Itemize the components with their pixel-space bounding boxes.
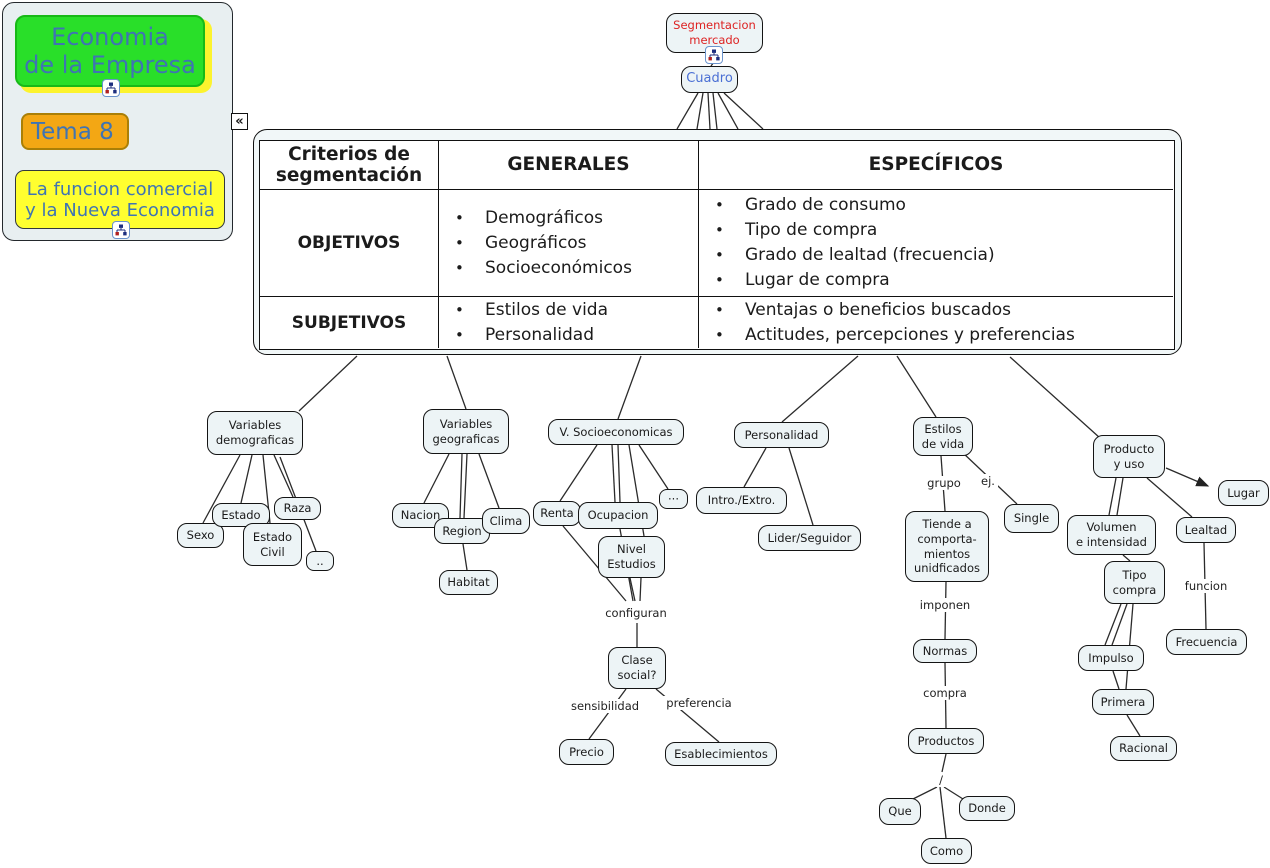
table-col-header-generales: GENERALES xyxy=(439,141,699,190)
edge-label-imponen[interactable]: imponen xyxy=(916,598,974,612)
edge-label-funcion[interactable]: funcion xyxy=(1181,579,1231,593)
edge-label-ej[interactable]: ej. xyxy=(978,474,998,488)
node-frecuencia[interactable]: Frecuencia xyxy=(1166,629,1247,655)
node-producto-y-uso[interactable]: Producto y uso xyxy=(1093,435,1165,478)
node-clase-social[interactable]: Clase social? xyxy=(608,647,666,689)
table-col-header-criterios: Criterios de segmentación xyxy=(260,141,439,190)
table-cell-subjetivos-generales: •Estilos de vida•Personalidad xyxy=(439,297,699,348)
node-tipo-compra[interactable]: Tipo compra xyxy=(1104,561,1165,604)
panel-node-tema8[interactable]: Tema 8 xyxy=(21,113,129,150)
node-clima[interactable]: Clima xyxy=(482,508,530,534)
panel-node-funcion-comercial[interactable]: La funcion comercial y la Nueva Economia xyxy=(15,170,225,229)
table-cell-objetivos-especificos: •Grado de consumo•Tipo de compra•Grado d… xyxy=(699,190,1173,297)
node-donde[interactable]: Donde xyxy=(959,796,1015,821)
edge-label-grupo[interactable]: grupo xyxy=(924,476,964,490)
node-ellipsis-socioeconomicas[interactable]: ··· xyxy=(659,489,688,509)
node-ellipsis-demograficas[interactable]: .. xyxy=(306,551,334,571)
node-sexo[interactable]: Sexo xyxy=(177,523,224,548)
panel-node-economia[interactable]: Economia de la Empresa xyxy=(15,15,205,87)
node-renta[interactable]: Renta xyxy=(533,501,581,526)
node-single[interactable]: Single xyxy=(1004,504,1059,533)
node-tiende-comportamientos[interactable]: Tiende a comporta- mientos unidficados xyxy=(905,511,989,582)
table-cell-subjetivos-especificos: •Ventajas o beneficios buscados•Actitude… xyxy=(715,299,1075,345)
node-raza[interactable]: Raza xyxy=(274,497,321,520)
node-estado[interactable]: Estado xyxy=(212,503,270,527)
node-intro-extro[interactable]: Intro./Extro. xyxy=(696,487,787,514)
node-segmentacion-mercado[interactable]: Segmentacion mercado xyxy=(666,13,763,53)
node-cuadro[interactable]: Cuadro xyxy=(681,66,738,93)
node-v-socioeconomicas[interactable]: V. Socioeconomicas xyxy=(548,419,684,445)
node-esablecimientos[interactable]: Esablecimientos xyxy=(665,742,777,766)
table-row-header-objetivos: OBJETIVOS xyxy=(260,190,439,297)
node-impulso[interactable]: Impulso xyxy=(1078,645,1144,671)
table-grid: Criterios de segmentación GENERALES ESPE… xyxy=(259,140,1175,350)
cmap-link-icon[interactable] xyxy=(112,221,130,239)
edge-label-sensibilidad[interactable]: sensibilidad xyxy=(567,699,643,713)
edge-label-configuran[interactable]: configuran xyxy=(602,606,670,620)
edge-label-preferencia[interactable]: preferencia xyxy=(663,696,735,710)
cmap-link-icon[interactable] xyxy=(705,46,723,64)
table-cell-objetivos-generales: •Demográficos•Geográficos•Socioeconómico… xyxy=(439,190,699,297)
edge-label-compra[interactable]: compra xyxy=(920,686,970,700)
node-lealtad[interactable]: Lealtad xyxy=(1176,517,1236,543)
cmap-link-icon[interactable] xyxy=(102,79,120,97)
node-racional[interactable]: Racional xyxy=(1110,736,1177,761)
node-region[interactable]: Region xyxy=(434,518,490,544)
node-ocupacion[interactable]: Ocupacion xyxy=(578,502,658,529)
node-como[interactable]: Como xyxy=(921,838,972,864)
views-panel: Economia de la Empresa Tema 8 La funcion… xyxy=(2,2,233,241)
node-estado-civil[interactable]: Estado Civil xyxy=(243,523,302,566)
node-lider-seguidor[interactable]: Lider/Seguidor xyxy=(758,525,861,551)
table-col-header-especificos: ESPECÍFICOS xyxy=(699,141,1173,190)
node-habitat[interactable]: Habitat xyxy=(439,570,498,595)
panel-collapse-button[interactable]: « xyxy=(231,113,248,130)
node-variables-demograficas[interactable]: Variables demograficas xyxy=(207,411,303,455)
node-precio[interactable]: Precio xyxy=(559,739,614,765)
node-variables-geograficas[interactable]: Variables geograficas xyxy=(423,409,509,454)
node-productos[interactable]: Productos xyxy=(908,728,984,754)
node-estilos-de-vida[interactable]: Estilos de vida xyxy=(913,417,973,456)
table-row-header-subjetivos: SUBJETIVOS xyxy=(260,297,439,348)
node-lugar[interactable]: Lugar xyxy=(1218,480,1269,506)
node-volumen-e-intensidad[interactable]: Volumen e intensidad xyxy=(1067,515,1156,555)
edge-label-slash[interactable]: / xyxy=(936,773,946,787)
node-normas[interactable]: Normas xyxy=(913,639,977,663)
segmentation-criteria-table[interactable]: Criterios de segmentación GENERALES ESPE… xyxy=(253,129,1182,355)
node-nivel-estudios[interactable]: Nivel Estudios xyxy=(598,536,665,578)
node-que[interactable]: Que xyxy=(879,798,921,825)
node-primera[interactable]: Primera xyxy=(1092,689,1154,715)
node-personalidad[interactable]: Personalidad xyxy=(734,422,829,448)
